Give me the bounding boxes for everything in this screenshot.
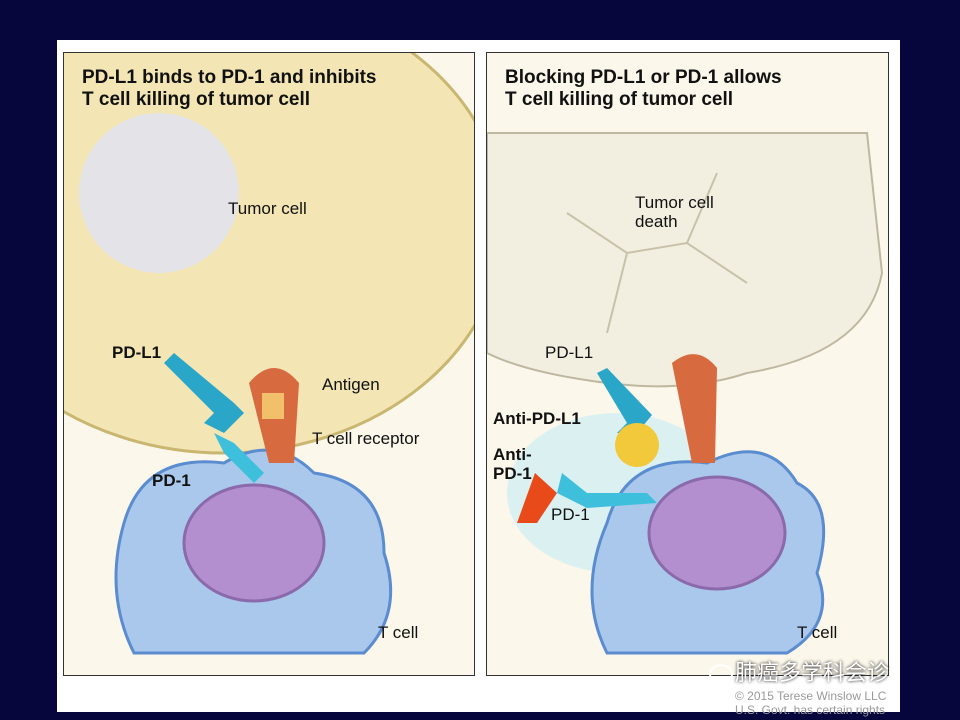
left-panel: PD-L1 binds to PD-1 and inhibits T cell … — [63, 52, 475, 676]
pd-1-shape — [214, 433, 264, 483]
label-line: Tumor cell — [635, 193, 714, 212]
title-line: T cell killing of tumor cell — [505, 89, 734, 110]
label-pd-1: PD-1 — [152, 471, 191, 490]
copyright: © 2015 Terese Winslow LLC U.S. Govt. has… — [735, 689, 886, 717]
t-cell-receptor-shape — [672, 354, 717, 463]
label-t-cell-receptor: T cell receptor — [312, 429, 420, 448]
anti-pd-1-shape — [517, 473, 557, 523]
label-t-cell: T cell — [797, 623, 838, 642]
watermark-text: 肺癌多学科会诊 — [735, 660, 890, 685]
title-line: PD-L1 binds to PD-1 and inhibits — [82, 67, 377, 88]
label-antigen: Antigen — [322, 375, 380, 394]
pd-1-shape — [557, 473, 657, 508]
wechat-icon — [709, 664, 733, 684]
cell-crack-lines — [566, 172, 748, 334]
label-line: death — [635, 212, 678, 231]
copyright-line: U.S. Govt. has certain rights — [735, 703, 886, 717]
copyright-line: © 2015 Terese Winslow LLC — [735, 689, 887, 703]
t-cell-nucleus-shape — [182, 483, 326, 603]
right-panel: Blocking PD-L1 or PD-1 allows T cell kil… — [486, 52, 889, 676]
pd-l1-shape — [597, 368, 652, 433]
anti-pd-l1-shape — [615, 423, 659, 467]
label-anti-pd-1: Anti- PD-1 — [493, 445, 532, 483]
t-cell-nucleus-shape — [647, 475, 787, 591]
label-pd-1: PD-1 — [551, 505, 590, 524]
watermark: 肺癌多学科会诊 — [709, 660, 890, 686]
label-pd-l1: PD-L1 — [112, 343, 162, 362]
right-panel-title: Blocking PD-L1 or PD-1 allows T cell kil… — [505, 67, 782, 111]
right-illustration — [487, 132, 884, 655]
title-line: T cell killing of tumor cell — [82, 89, 311, 110]
label-line: PD-1 — [493, 464, 532, 483]
label-tumor-cell: Tumor cell — [228, 199, 307, 218]
left-panel-title: PD-L1 binds to PD-1 and inhibits T cell … — [82, 67, 377, 111]
label-line: Anti- — [493, 445, 532, 464]
label-pd-l1: PD-L1 — [545, 343, 594, 362]
title-line: Blocking PD-L1 or PD-1 allows — [505, 67, 782, 88]
figure-sheet: PD-L1 binds to PD-1 and inhibits T cell … — [57, 40, 900, 712]
antigen-shape — [262, 393, 284, 419]
label-anti-pd-l1: Anti-PD-L1 — [493, 409, 581, 428]
left-illustration — [64, 53, 474, 655]
tumor-nucleus-shape — [79, 113, 239, 273]
pd-l1-shape — [164, 353, 244, 433]
label-t-cell: T cell — [378, 623, 419, 642]
label-tumor-cell-death: Tumor cell death — [635, 193, 714, 231]
